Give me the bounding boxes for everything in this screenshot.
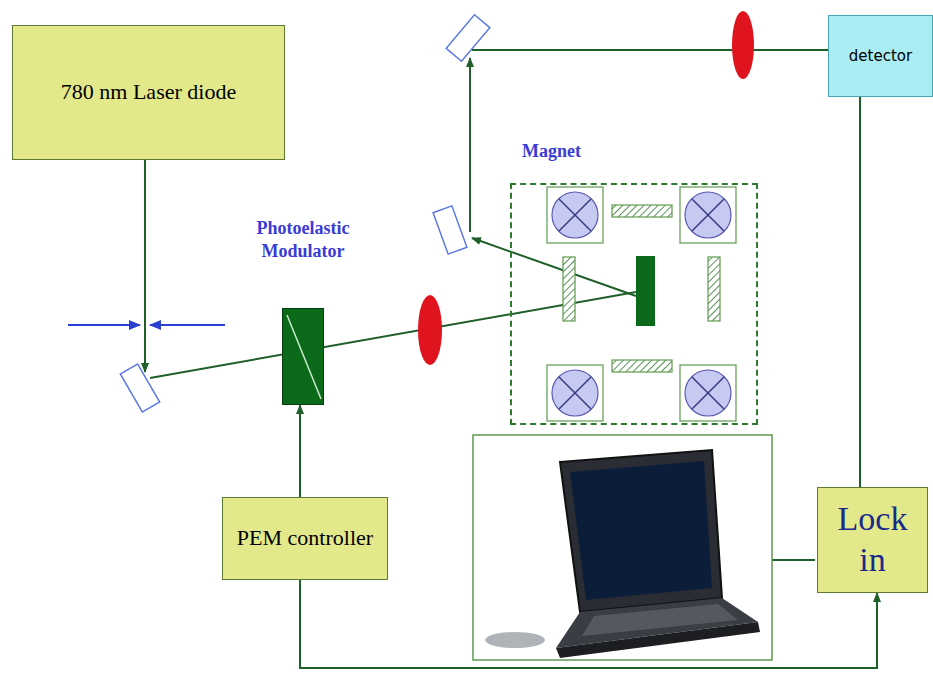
signal-wire (299, 405, 301, 497)
node-label: 780 nm Laser diode (57, 75, 240, 109)
part-label: Magnet (522, 140, 662, 163)
part-label: Photoelastic Modulator (213, 217, 393, 262)
pem-element: Photoelastic Modulator (282, 308, 324, 405)
node-label: detector (845, 43, 916, 69)
pem-controller-box: PEM controller (222, 497, 388, 580)
laser-box: 780 nm Laser diode (12, 25, 285, 160)
lockin-box: Lock in (817, 487, 928, 593)
node-label: PEM controller (226, 521, 384, 555)
signal-wire (859, 97, 861, 487)
detector-box: detector (828, 15, 933, 97)
magnet-region: Magnet (510, 183, 758, 425)
signal-wire (300, 580, 877, 668)
node-label: Lock in (824, 495, 922, 585)
